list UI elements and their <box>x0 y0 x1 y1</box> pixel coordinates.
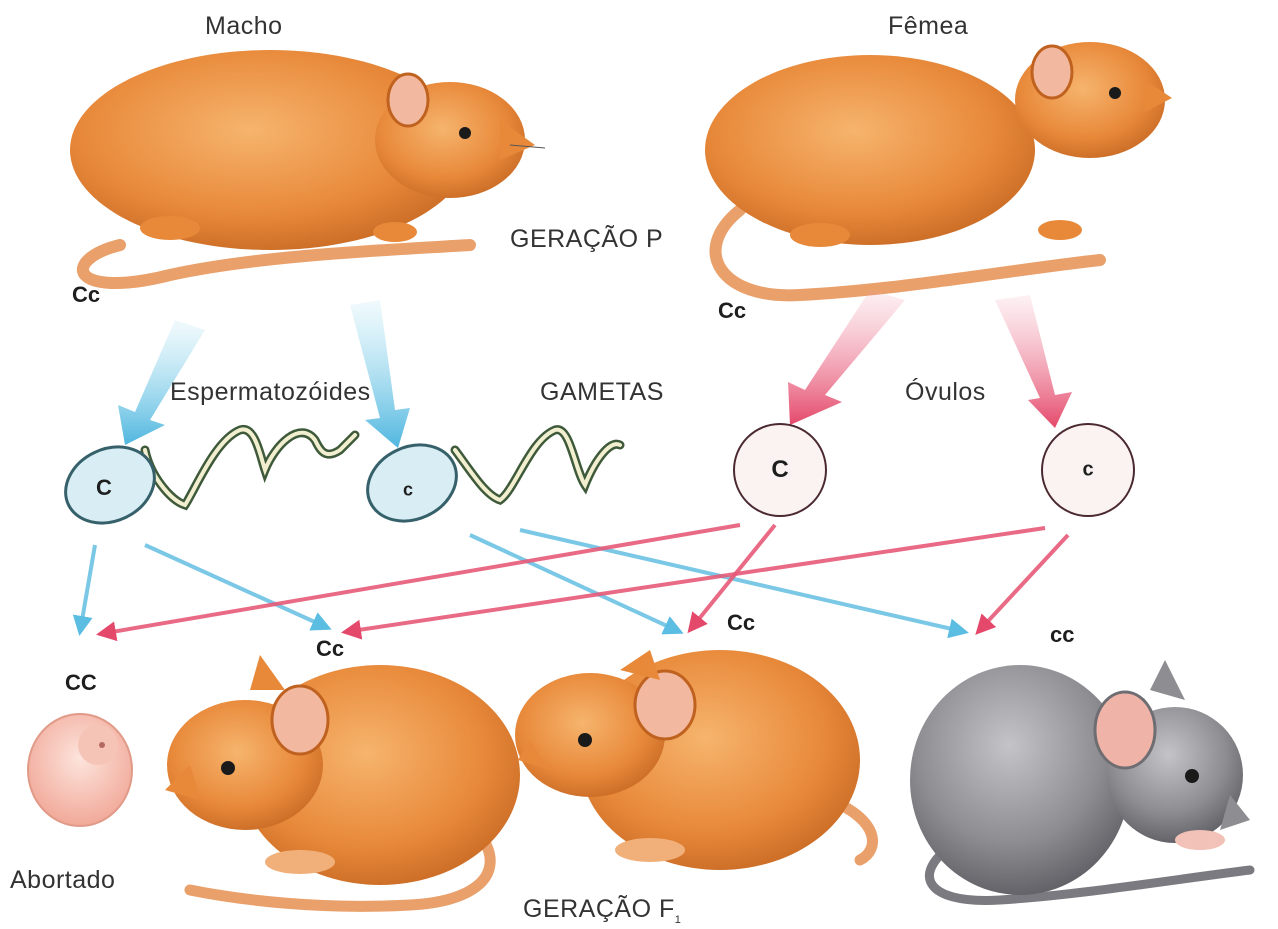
f1-generation-subscript: 1 <box>675 914 682 926</box>
offspring-3-genotype: Cc <box>727 610 755 636</box>
f1-generation-label: GERAÇÃO F1 <box>523 895 681 926</box>
sperm-cell-2 <box>355 430 620 535</box>
sperm-label: Espermatozóides <box>170 378 371 407</box>
egg-arrows <box>788 290 1072 428</box>
egg-2-allele: c <box>1082 459 1093 482</box>
aborted-label: Abortado <box>10 866 115 895</box>
sperm-2-allele: c <box>403 480 413 501</box>
egg-1-allele: C <box>771 456 788 484</box>
female-genotype: Cc <box>718 298 746 324</box>
sperm-1-allele: C <box>96 475 112 501</box>
f1-generation-text: GERAÇÃO F <box>523 895 675 923</box>
eggs-label: Óvulos <box>905 378 986 407</box>
offspring-1-genotype: CC <box>65 670 97 696</box>
offspring-rat-1-illustration <box>165 655 520 906</box>
offspring-mouse-3-illustration <box>910 660 1250 900</box>
p-generation-label: GERAÇÃO P <box>510 225 663 254</box>
offspring-2-genotype: Cc <box>316 636 344 662</box>
gametes-label: GAMETAS <box>540 378 664 407</box>
female-rat-illustration <box>705 42 1172 295</box>
female-label: Fêmea <box>888 12 968 41</box>
sperm-arrows <box>118 300 410 448</box>
male-genotype: Cc <box>72 282 100 308</box>
aborted-embryo-illustration <box>28 714 132 826</box>
male-label: Macho <box>205 12 283 41</box>
offspring-4-genotype: cc <box>1050 622 1074 648</box>
offspring-rat-2-illustration <box>515 650 872 870</box>
egg-cross-lines <box>100 525 1068 634</box>
male-rat-illustration <box>70 50 545 283</box>
